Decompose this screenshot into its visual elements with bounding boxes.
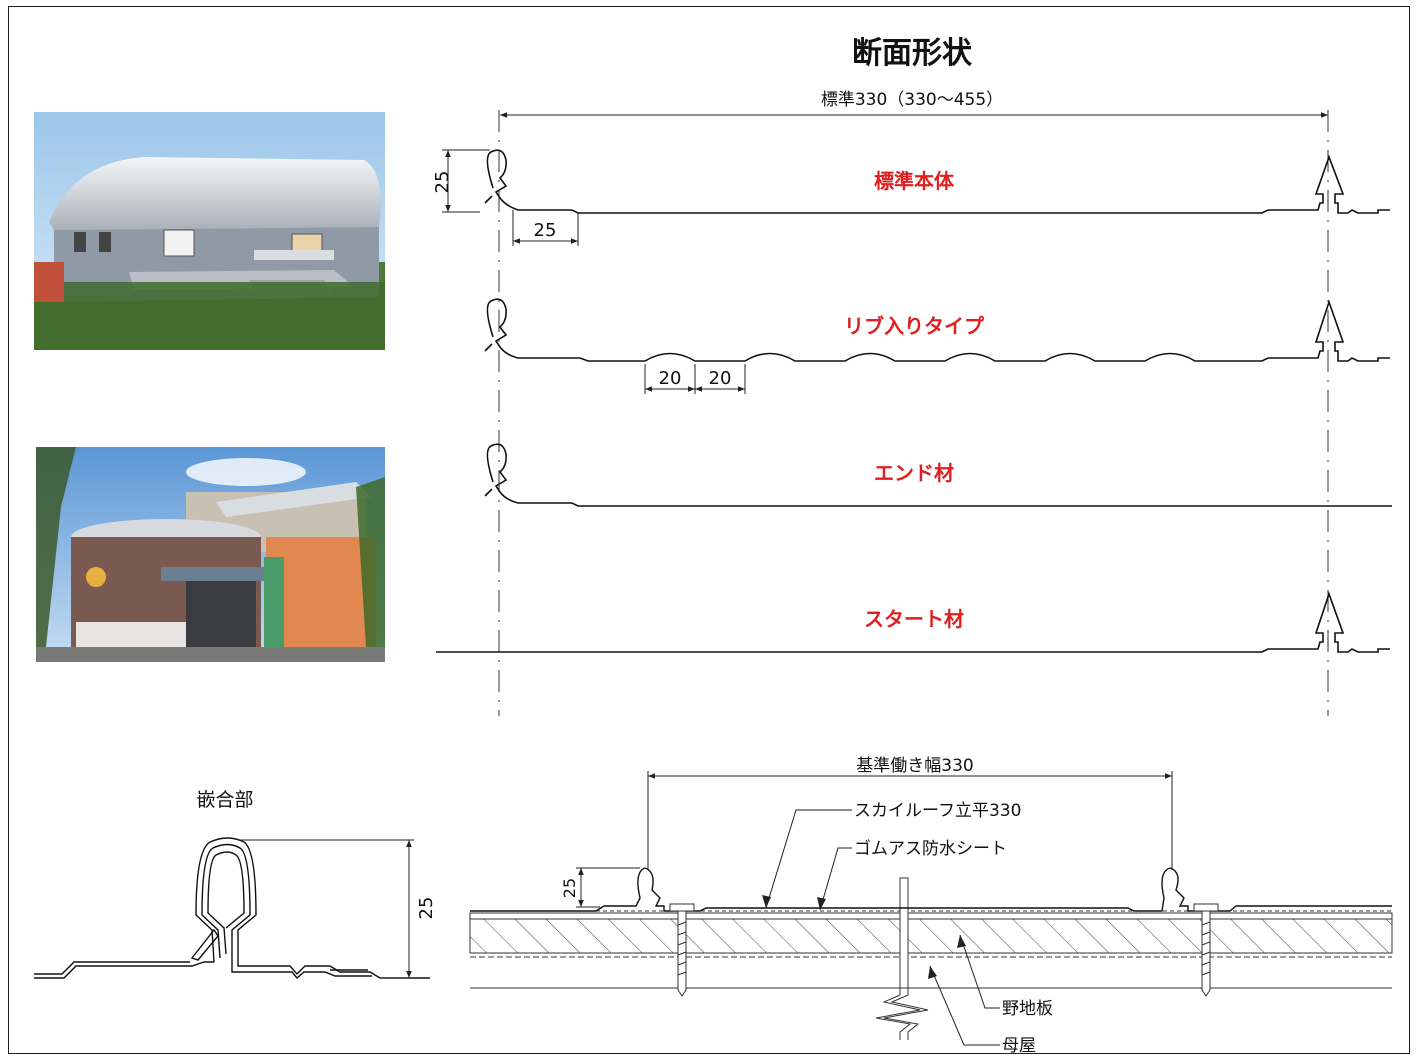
joint-detail-drawing <box>34 837 430 979</box>
end-material-profile <box>484 443 1392 507</box>
overall-width-dimension-label: 標準330（330～455） <box>821 90 1003 110</box>
standard-body-profile <box>484 149 1390 214</box>
joint-detail-title: 嵌合部 <box>196 789 253 811</box>
joint-height-dimension-label: 25 <box>416 897 437 920</box>
section-title: 断面形状 <box>852 36 973 71</box>
callout-sheet-label: ゴムアス防水シート <box>854 838 1007 859</box>
installed-panel-profile <box>470 867 1392 912</box>
page-frame <box>8 6 1410 1054</box>
rib-dimensions <box>644 364 746 394</box>
height-dimension-25 <box>442 149 490 213</box>
callout-arrowheads <box>762 895 966 979</box>
working-width-label: 基準働き幅330 <box>856 756 973 776</box>
building-with-dome-metal-roof-photo <box>36 447 385 662</box>
rib-dimension-20a: 20 <box>659 368 682 389</box>
purlin-break-line <box>875 877 929 1040</box>
installed-height-dimension <box>576 867 640 908</box>
start-material-profile <box>436 591 1390 653</box>
callout-board-label: 野地板 <box>1002 999 1053 1019</box>
working-width-dimension <box>647 771 1173 870</box>
height-dimension-25-label: 25 <box>432 171 453 194</box>
house-with-curved-metal-roof-photo <box>34 112 385 350</box>
callout-panel-label: スカイルーフ立平330 <box>854 801 1021 821</box>
standard-body-label: 標準本体 <box>874 169 955 193</box>
ribbed-type-profile <box>484 298 1390 362</box>
fastener-screws <box>669 903 1219 997</box>
joint-height-dimension <box>240 839 414 979</box>
flat-dimension-25-label: 25 <box>534 220 557 241</box>
callout-purlin-label: 母屋 <box>1002 1036 1036 1056</box>
ribbed-type-label: リブ入りタイプ <box>844 314 985 338</box>
roof-layers <box>469 910 1393 989</box>
rib-dimension-20b: 20 <box>709 368 732 389</box>
reference-lines <box>498 110 1329 716</box>
start-material-label: スタート材 <box>864 607 964 631</box>
callout-leaders <box>765 809 1000 1046</box>
end-material-label: エンド材 <box>874 461 954 485</box>
flat-dimension-25 <box>512 210 579 246</box>
installed-height-dimension-label: 25 <box>560 878 579 898</box>
